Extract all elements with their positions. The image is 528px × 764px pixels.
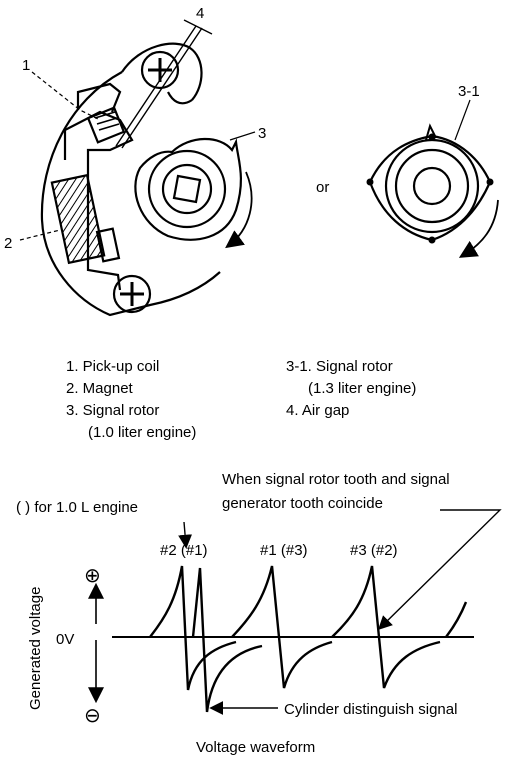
y-axis-label: Generated voltage bbox=[27, 587, 44, 710]
engine-note: ( ) for 1.0 L engine bbox=[16, 499, 138, 516]
cylinder-signal-label: Cylinder distinguish signal bbox=[284, 701, 457, 718]
legend-item-signal-rotor: 3. Signal rotor bbox=[66, 402, 160, 419]
bottom-screw bbox=[112, 274, 152, 314]
coincide-note-line1: When signal rotor tooth and signal bbox=[222, 471, 450, 488]
waveform-caption: Voltage waveform bbox=[196, 739, 315, 756]
or-text: or bbox=[316, 179, 329, 196]
zero-volt-label: 0V bbox=[56, 631, 74, 648]
pulse-label-3: #3 (#2) bbox=[350, 542, 398, 559]
callout-4: 4 bbox=[196, 5, 204, 22]
legend-right: 3-1. Signal rotor (1.3 liter engine) 4. … bbox=[286, 356, 416, 422]
distributor-assembly bbox=[40, 19, 253, 317]
legend-item-air-gap: 4. Air gap bbox=[286, 402, 350, 419]
diagram-callouts bbox=[19, 71, 471, 241]
coincide-note-line2: generator tooth coincide bbox=[222, 495, 383, 512]
legend-item-magnet: 2. Magnet bbox=[66, 380, 133, 397]
minus-symbol: ⊖ bbox=[84, 705, 101, 727]
legend-item-signal-rotor-note: (1.0 liter engine) bbox=[88, 424, 197, 441]
callout-1: 1 bbox=[22, 57, 30, 74]
legend-left: 1. Pick-up coil 2. Magnet 3. Signal roto… bbox=[66, 356, 196, 444]
pickup-bracket bbox=[63, 110, 134, 291]
base-plate bbox=[40, 71, 221, 317]
pulse-label-1: #2 (#1) bbox=[160, 542, 208, 559]
pulse-label-2: #1 (#3) bbox=[260, 542, 308, 559]
signal-rotor-1-0L bbox=[134, 137, 242, 241]
callout-3: 3 bbox=[258, 125, 266, 142]
pickup-coil bbox=[86, 106, 126, 144]
legend-item-pickup-coil: 1. Pick-up coil bbox=[66, 358, 160, 375]
callout-3-1: 3-1 bbox=[458, 83, 480, 100]
voltage-waveform bbox=[88, 509, 502, 715]
callout-2: 2 bbox=[4, 235, 12, 252]
top-screw bbox=[140, 50, 180, 90]
magnet bbox=[50, 173, 106, 265]
legend-item-signal-rotor-3-1-note: (1.3 liter engine) bbox=[308, 380, 417, 397]
legend-item-signal-rotor-3-1: 3-1. Signal rotor bbox=[286, 358, 393, 375]
signal-rotor-1-3L bbox=[366, 123, 499, 258]
plus-symbol: ⊕ bbox=[84, 565, 101, 587]
